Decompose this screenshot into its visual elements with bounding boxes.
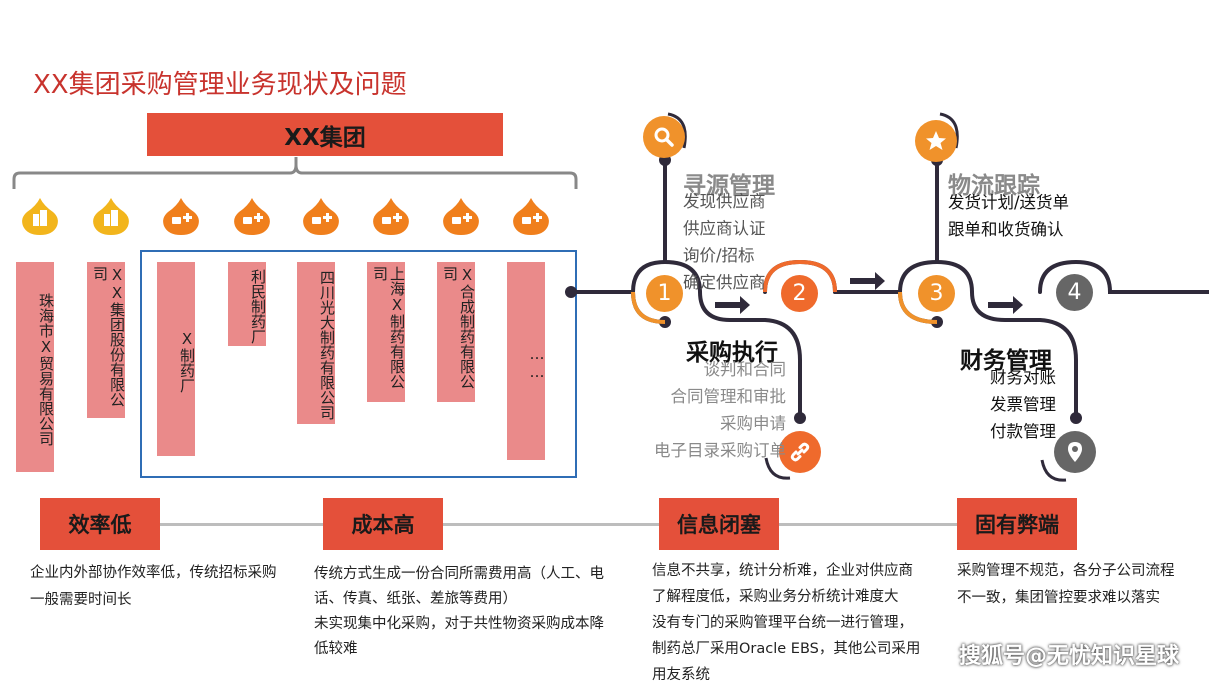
search-icon bbox=[643, 116, 685, 158]
step-2-circle: 2 bbox=[781, 275, 818, 312]
process-flow-lines bbox=[565, 112, 1209, 482]
pharma-companies-frame bbox=[140, 250, 577, 478]
step-3-number: 3 bbox=[929, 281, 944, 306]
problem-cost: 成本高 bbox=[323, 498, 443, 550]
group-bracket bbox=[12, 157, 578, 189]
finance-item: 付款管理 bbox=[990, 422, 1056, 441]
star-icon bbox=[915, 120, 957, 162]
desc-line: 话、传真、纸张、差旅等费用） bbox=[314, 591, 517, 607]
problem-label: 效率低 bbox=[68, 513, 132, 537]
step-1-number: 1 bbox=[657, 281, 672, 306]
sourcing-title: 寻源管理 bbox=[683, 173, 775, 199]
desc-line: 信息不共享，统计分析难，企业对供应商 bbox=[652, 563, 913, 579]
step-4-circle: 4 bbox=[1056, 274, 1093, 311]
desc-line: 没有专门的采购管理平台统一进行管理， bbox=[652, 615, 913, 631]
problem-information-desc: 信息不共享，统计分析难，企业对供应商 了解程度低，采购业务分析统计难度大 没有专… bbox=[652, 558, 952, 688]
logistics-items: 发货计划/送货单 跟单和收货确认 bbox=[948, 189, 1069, 243]
step-4-number: 4 bbox=[1067, 280, 1082, 305]
execution-item: 电子目录采购订单 bbox=[654, 441, 786, 460]
sourcing-item: 供应商认证 bbox=[683, 219, 766, 238]
finance-items: 财务对账 发票管理 付款管理 bbox=[990, 364, 1056, 445]
medical-icon bbox=[160, 196, 202, 238]
step-3-circle: 3 bbox=[918, 275, 955, 312]
location-pin-icon bbox=[1054, 431, 1096, 473]
desc-line: 传统方式生成一份合同所需费用高（人工、电 bbox=[314, 566, 604, 582]
company-bar: …… bbox=[507, 262, 546, 460]
desc-line: 不一致，集团管控要求难以落实 bbox=[957, 590, 1160, 606]
desc-line: 未实现集中化采购，对于共性物资采购成本降 bbox=[314, 616, 604, 632]
finance-title: 财务管理 bbox=[960, 348, 1052, 374]
link-icon bbox=[779, 431, 821, 473]
logistics-title: 物流跟踪 bbox=[948, 173, 1040, 199]
execution-item: 采购申请 bbox=[720, 414, 786, 433]
finance-item: 发票管理 bbox=[990, 395, 1056, 414]
desc-line: 一般需要时间长 bbox=[30, 592, 132, 608]
problem-cost-desc: 传统方式生成一份合同所需费用高（人工、电 话、传真、纸张、差旅等费用） 未实现集… bbox=[314, 562, 644, 662]
execution-title: 采购执行 bbox=[686, 340, 778, 366]
problem-label: 信息闭塞 bbox=[677, 513, 761, 537]
company-bar: X制药厂 bbox=[157, 262, 196, 456]
problem-inherent: 固有弊端 bbox=[957, 498, 1077, 550]
problem-efficiency-desc: 企业内外部协作效率低，传统招标采购 一般需要时间长 bbox=[30, 560, 310, 614]
medical-icon bbox=[440, 196, 482, 238]
desc-line: 用友系统 bbox=[652, 667, 710, 683]
problem-label: 固有弊端 bbox=[975, 513, 1059, 537]
page-title: XX集团采购管理业务现状及问题 bbox=[33, 70, 407, 100]
medical-icon bbox=[300, 196, 342, 238]
company-bar: XX集团股份有限公司 bbox=[87, 262, 126, 418]
medical-icon bbox=[231, 196, 273, 238]
desc-line: 了解程度低，采购业务分析统计难度大 bbox=[652, 589, 899, 605]
sourcing-item: 发现供应商 bbox=[683, 192, 766, 211]
company-bar: 珠海市X贸易有限公司 bbox=[16, 262, 55, 472]
problem-label: 成本高 bbox=[351, 513, 415, 537]
company-bar: X合成制药有限公司 bbox=[437, 262, 476, 402]
problem-inherent-desc: 采购管理不规范，各分子公司流程 不一致，集团管控要求难以落实 bbox=[957, 558, 1207, 612]
desc-line: 低较难 bbox=[314, 641, 358, 657]
watermark: 搜狐号@无忧知识星球 bbox=[958, 644, 1179, 669]
sourcing-items: 发现供应商 供应商认证 询价/招标 确定供应商 bbox=[683, 188, 766, 296]
logistics-item: 跟单和收货确认 bbox=[948, 220, 1064, 239]
building-icon bbox=[19, 196, 61, 238]
finance-item: 财务对账 bbox=[990, 368, 1056, 387]
step-2-number: 2 bbox=[792, 281, 807, 306]
medical-icon bbox=[510, 196, 552, 238]
step-1-circle: 1 bbox=[646, 275, 683, 312]
company-bar: 上海X制药有限公司 bbox=[367, 262, 406, 402]
problem-efficiency: 效率低 bbox=[40, 498, 160, 550]
desc-line: 企业内外部协作效率低，传统招标采购 bbox=[30, 565, 277, 581]
company-bar: 四川光大制药有限公司 bbox=[297, 262, 336, 424]
desc-line: 采购管理不规范，各分子公司流程 bbox=[957, 563, 1175, 579]
execution-item: 合同管理和审批 bbox=[670, 387, 787, 406]
desc-line: 制药总厂采用Oracle EBS，其他公司采用 bbox=[652, 641, 921, 657]
sourcing-item: 询价/招标 bbox=[683, 246, 755, 265]
building-icon bbox=[90, 196, 132, 238]
execution-items: 谈判和合同 合同管理和审批 采购申请 电子目录采购订单 bbox=[640, 356, 786, 464]
medical-icon bbox=[370, 196, 412, 238]
group-name: XX集团 bbox=[284, 124, 366, 151]
company-bar: 利民制药厂 bbox=[228, 262, 267, 346]
execution-item: 谈判和合同 bbox=[703, 360, 787, 379]
sourcing-item: 确定供应商 bbox=[683, 273, 766, 292]
group-header: XX集团 bbox=[147, 113, 503, 156]
problems-connector bbox=[100, 523, 1020, 526]
logistics-item: 发货计划/送货单 bbox=[948, 193, 1070, 212]
problem-information: 信息闭塞 bbox=[659, 498, 779, 550]
